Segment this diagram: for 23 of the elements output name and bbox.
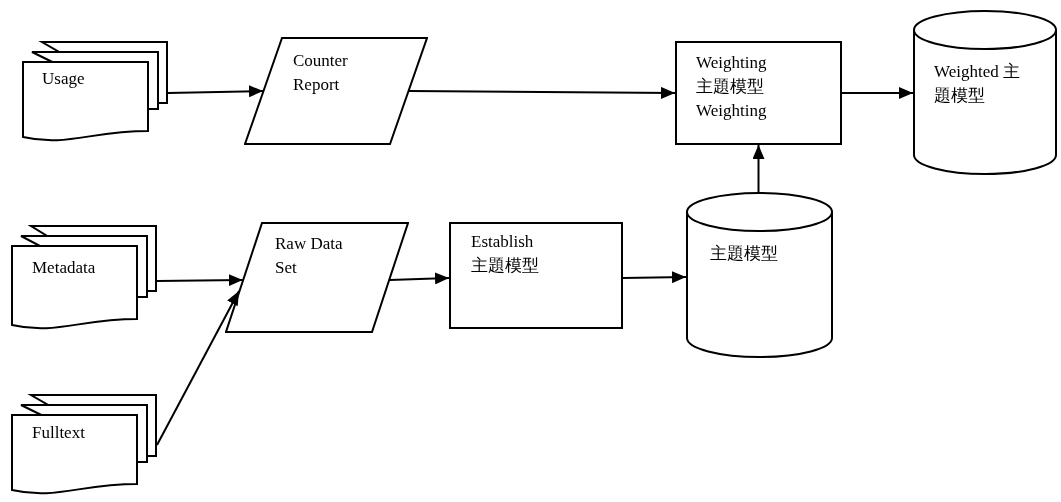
arrow [156,274,244,287]
arrow [841,87,914,99]
arrow [408,86,676,99]
arrow [156,290,240,446]
process-box [449,222,623,329]
data-parallelogram [225,222,409,333]
node-label: Weighted 主題模型 [934,61,1021,107]
node-label: Metadata [32,257,97,279]
node-label: Establish 主題模型 [471,231,540,277]
node-label: Counter Report [293,50,349,96]
arrow [388,272,450,285]
database-cylinder [913,10,1057,175]
arrow [622,271,687,284]
node-label: Fulltext [32,422,86,444]
process-box [675,41,842,145]
node-label: Usage [42,68,86,90]
node-label: Raw Data Set [275,233,344,279]
node-label: Weighting 主題模型 Weighting [696,52,768,122]
arrow [752,144,765,193]
data-parallelogram [244,37,428,145]
arrow [167,85,264,98]
database-cylinder [686,192,833,358]
node-label: 主題模型 [710,243,779,265]
